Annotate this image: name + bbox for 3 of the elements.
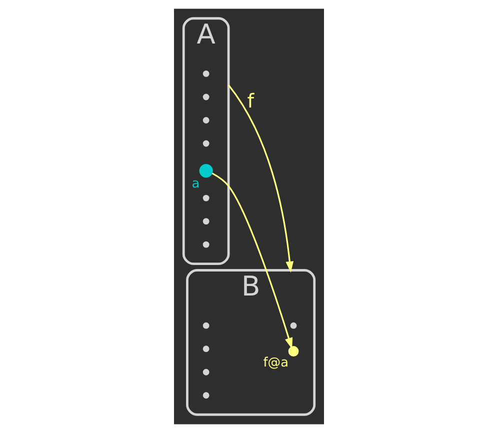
node-label: a — [192, 176, 200, 192]
node-label: f@a — [263, 355, 288, 370]
edge-label: f — [247, 90, 254, 113]
